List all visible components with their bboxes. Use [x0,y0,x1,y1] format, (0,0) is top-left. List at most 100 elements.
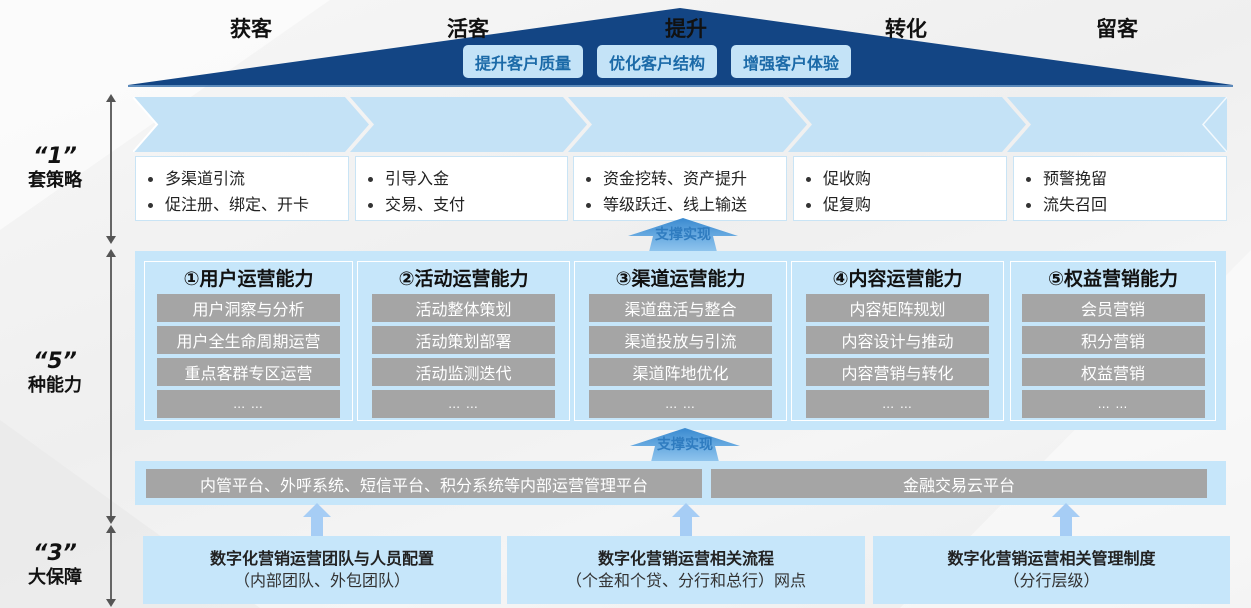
stage-bullet: 等级跃迁、线上输送 [603,195,748,214]
capability-column: ③渠道运营能力 渠道盘活与整合 渠道投放与引流 渠道阵地优化 … … [574,261,787,421]
stage-chevrons [133,97,1227,152]
guarantee-title: 数字化营销运营相关管理制度 [947,549,1156,568]
platform-cloud: 金融交易云平台 [711,469,1207,498]
bullet-icon [806,176,811,182]
capability-item: 渠道投放与引流 [589,326,772,354]
stage-bullet: 促复购 [823,195,872,214]
stage-box: 预警挽留 流失召回 [1013,156,1227,221]
up-arrow-icon [630,428,740,466]
capability-item: 用户洞察与分析 [157,294,340,322]
stage-bullet: 促收购 [823,169,872,188]
side-label-strategy: “1” 套策略 [0,145,110,193]
capability-item: 活动策划部署 [372,326,555,354]
capability-item: 内容矩阵规划 [806,294,989,322]
stage-bullet: 促注册、绑定、开卡 [165,195,310,214]
guarantee-title: 数字化营销运营团队与人员配置 [209,549,434,568]
stage-title: 留客 [1096,16,1138,41]
goal-badge: 优化客户结构 [597,45,718,78]
capability-title: ②活动运营能力 [398,268,529,290]
capability-item: 积分营销 [1021,326,1205,354]
capability-title: ③渠道运营能力 [615,268,746,290]
side-text: 大保障 [28,567,82,588]
capability-item: 内容营销与转化 [806,358,989,386]
bullet-icon [148,202,153,208]
stage-title: 获客 [230,16,272,41]
support-arrow: 支撑实现 [623,218,743,256]
capability-title: ①用户运营能力 [183,268,314,290]
bullet-icon [806,202,811,208]
stage-bullet: 引导入金 [385,169,450,188]
capability-item: 内容设计与推动 [806,326,989,354]
stage-box: 引导入金 交易、支付 [355,156,568,221]
capability-column: ④内容运营能力 内容矩阵规划 内容设计与推动 内容营销与转化 … … [791,261,1004,421]
support-label: 支撑实现 [655,227,711,243]
guarantee-sub: （内部团队、外包团队） [233,571,410,590]
double-arrow-icon [106,249,116,524]
stage-bullet: 交易、支付 [385,195,466,214]
bullet-icon [148,176,153,182]
chevron-shape [788,97,1026,152]
bullet-icon [368,176,373,182]
chevron-shape [1007,97,1227,152]
support-label: 支撑实现 [657,437,713,453]
capability-column: ⑤权益营销能力 会员营销 积分营销 权益营销 … … [1010,261,1216,421]
bullet-icon [586,176,591,182]
platform-internal: 内管平台、外呼系统、短信平台、积分系统等内部运营管理平台 [146,469,702,498]
guarantee-box: 数字化营销运营相关流程 （个金和个贷、分行和总行）网点 [507,536,865,604]
capability-item: 权益营销 [1021,358,1205,386]
platform-panel: 内管平台、外呼系统、短信平台、积分系统等内部运营管理平台 金融交易云平台 [135,461,1226,505]
up-arrow-icon [1052,503,1080,537]
capability-item-more: … … [372,390,555,418]
capability-item: 活动整体策划 [372,294,555,322]
capability-item-more: … … [1021,390,1205,418]
capability-item-more: … … [806,390,989,418]
stage-title: 活客 [447,16,489,41]
capability-item: 渠道阵地优化 [589,358,772,386]
double-arrow-icon [106,94,116,244]
guarantee-sub: （个金和个贷、分行和总行）网点 [565,571,806,590]
capability-title: ④内容运营能力 [832,268,963,290]
capability-column: ②活动运营能力 活动整体策划 活动策划部署 活动监测迭代 … … [357,261,570,421]
side-num: “3” [33,541,77,566]
capability-item: 重点客群专区运营 [157,358,340,386]
chevron-shape [133,97,369,152]
up-arrow-icon [303,503,331,537]
double-arrow-icon [106,525,116,607]
side-num: “5” [33,349,77,374]
chevron-shape [350,97,587,152]
guarantee-box: 数字化营销运营相关管理制度 （分行层级） [873,536,1230,604]
bullet-icon [1026,176,1031,182]
stage-box: 多渠道引流 促注册、绑定、开卡 [135,156,349,221]
capability-item: 会员营销 [1021,294,1205,322]
side-label-guarantee: “3” 大保障 [0,542,110,590]
goal-row: 提升客户质量 优化客户结构 增强客户体验 [463,45,852,78]
capability-column: ①用户运营能力 用户洞察与分析 用户全生命周期运营 重点客群专区运营 … … [144,261,353,421]
stage-box: 促收购 促复购 [793,156,1007,221]
up-arrow-icon [628,218,738,256]
bullet-icon [586,202,591,208]
guarantee-sub: （分行层级） [1003,571,1100,590]
side-text: 种能力 [28,375,82,396]
guarantee-title: 数字化营销运营相关流程 [597,549,774,568]
capability-panel: ①用户运营能力 用户洞察与分析 用户全生命周期运营 重点客群专区运营 … … ②… [135,251,1226,430]
capability-item-more: … … [589,390,772,418]
stage-box: 资金挖转、资产提升 等级跃迁、线上输送 [573,156,787,221]
stage-bullet: 预警挽留 [1043,169,1108,188]
bullet-icon [368,202,373,208]
guarantee-box: 数字化营销运营团队与人员配置 （内部团队、外包团队） [143,536,501,604]
stage-title: 提升 [665,16,707,41]
capability-item-more: … … [157,390,340,418]
side-label-capability: “5” 种能力 [0,350,110,398]
side-text: 套策略 [28,170,82,191]
bullet-icon [1026,202,1031,208]
stage-title: 转化 [885,16,927,41]
capability-item: 活动监测迭代 [372,358,555,386]
capability-item: 用户全生命周期运营 [157,326,340,354]
chevron-shape [568,97,807,152]
goal-badge: 增强客户体验 [731,45,852,78]
support-arrow: 支撑实现 [625,428,745,466]
capability-item: 渠道盘活与整合 [589,294,772,322]
stage-bullet: 资金挖转、资产提升 [603,169,748,188]
capability-title: ⑤权益营销能力 [1047,268,1179,290]
goal-badge: 提升客户质量 [463,45,584,78]
